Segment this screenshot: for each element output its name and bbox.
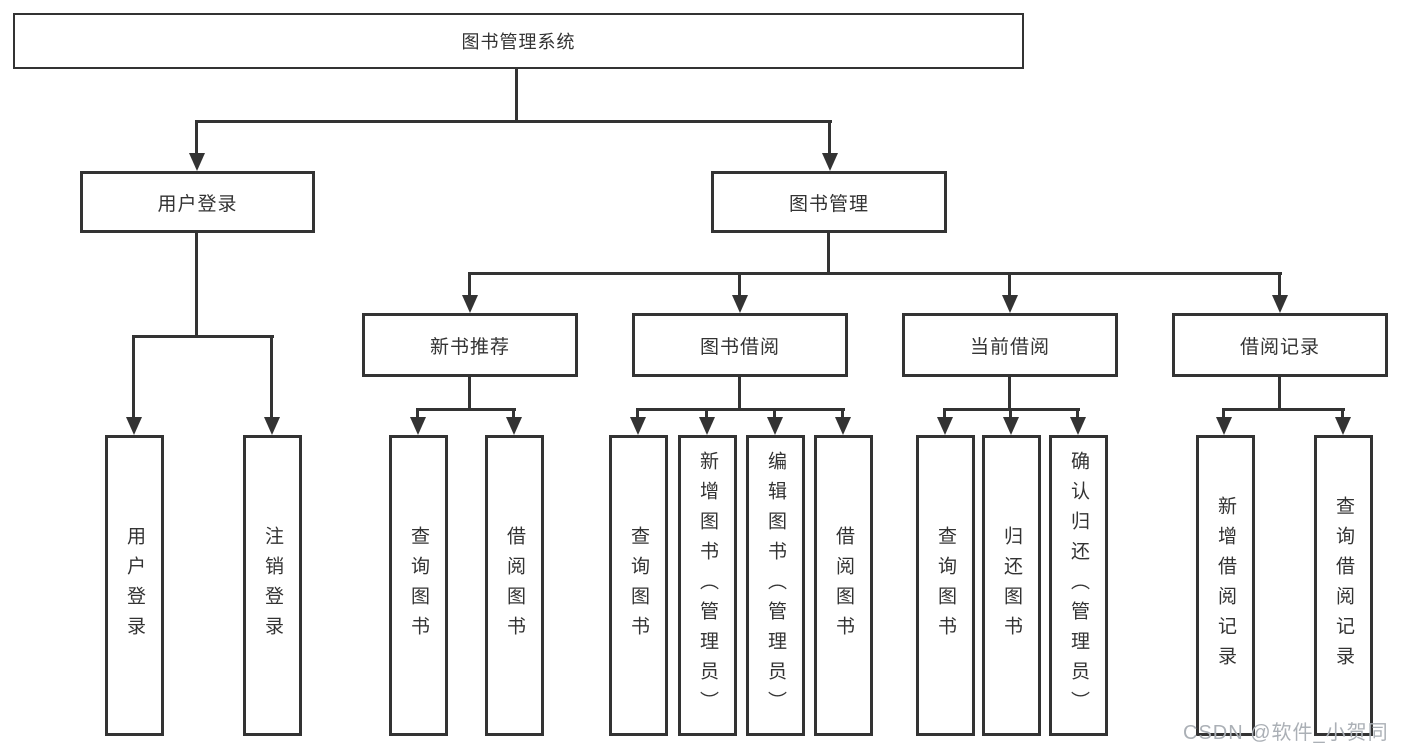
arrow-down-icon: [264, 417, 280, 435]
arrow-down-icon: [1335, 417, 1351, 435]
leaf-return-books: 归还图书: [982, 435, 1041, 736]
connector-drop: [1278, 272, 1281, 297]
connector-drop: [773, 408, 776, 420]
arrow-down-icon: [126, 417, 142, 435]
leaf-query-books: 查询图书: [389, 435, 448, 736]
connector-drop: [705, 408, 708, 420]
connector-bar: [132, 335, 274, 338]
leaf-query-books-2: 查询图书: [609, 435, 668, 736]
arrow-down-icon: [835, 417, 851, 435]
arrow-down-icon: [767, 417, 783, 435]
connector-drop: [841, 408, 844, 420]
arrow-down-icon: [189, 153, 205, 171]
connector-stem: [468, 377, 471, 410]
connector-stem: [827, 233, 830, 274]
leaf-add-borrow-record: 新增借阅记录: [1196, 435, 1255, 736]
connector-drop: [195, 120, 198, 155]
leaf-user-login: 用户登录: [105, 435, 164, 736]
node-user-login: 用户登录: [80, 171, 315, 233]
arrow-down-icon: [1003, 417, 1019, 435]
connector-bar: [1222, 408, 1345, 411]
arrow-down-icon: [1070, 417, 1086, 435]
connector-drop: [1009, 408, 1012, 420]
connector-stem: [515, 69, 518, 121]
connector-drop: [943, 408, 946, 420]
watermark: CSDN @软件_小贺同学: [1183, 722, 1389, 744]
leaf-query-books-3: 查询图书: [916, 435, 975, 736]
connector-drop: [738, 272, 741, 297]
connector-drop: [132, 335, 135, 419]
leaf-add-book-admin: 新增图书（管理员）: [678, 435, 737, 736]
connector-stem: [1008, 377, 1011, 410]
node-book-management: 图书管理: [711, 171, 947, 233]
connector-drop: [468, 272, 471, 297]
leaf-borrow-books-2: 借阅图书: [814, 435, 873, 736]
connector-bar: [636, 408, 845, 411]
connector-drop: [512, 408, 515, 420]
leaf-confirm-return-admin: 确认归还（管理员）: [1049, 435, 1108, 736]
arrow-down-icon: [937, 417, 953, 435]
leaf-edit-book-admin: 编辑图书（管理员）: [746, 435, 805, 736]
node-library-system: 图书管理系统: [13, 13, 1024, 69]
node-new-book-recommendation: 新书推荐: [362, 313, 578, 377]
node-book-borrowing: 图书借阅: [632, 313, 848, 377]
arrow-down-icon: [1002, 295, 1018, 313]
connector-stem: [1278, 377, 1281, 410]
node-current-borrowing: 当前借阅: [902, 313, 1118, 377]
arrow-down-icon: [1272, 295, 1288, 313]
arrow-down-icon: [506, 417, 522, 435]
connector-drop: [270, 335, 273, 419]
connector-drop: [1076, 408, 1079, 420]
node-borrowing-records: 借阅记录: [1172, 313, 1388, 377]
connector-stem: [738, 377, 741, 410]
leaf-borrow-books: 借阅图书: [485, 435, 544, 736]
arrow-down-icon: [462, 295, 478, 313]
arrow-down-icon: [410, 417, 426, 435]
arrow-down-icon: [630, 417, 646, 435]
connector-drop: [1008, 272, 1011, 297]
connector-drop: [636, 408, 639, 420]
arrow-down-icon: [699, 417, 715, 435]
connector-stem: [195, 233, 198, 337]
connector-bar: [468, 272, 1282, 275]
arrow-down-icon: [732, 295, 748, 313]
connector-drop: [828, 120, 831, 155]
leaf-query-borrow-record: 查询借阅记录: [1314, 435, 1373, 736]
connector-drop: [1341, 408, 1344, 420]
connector-bar: [416, 408, 516, 411]
arrow-down-icon: [822, 153, 838, 171]
arrow-down-icon: [1216, 417, 1232, 435]
leaf-logout: 注销登录: [243, 435, 302, 736]
connector-drop: [1222, 408, 1225, 420]
connector-drop: [416, 408, 419, 420]
connector-bar: [195, 120, 832, 123]
